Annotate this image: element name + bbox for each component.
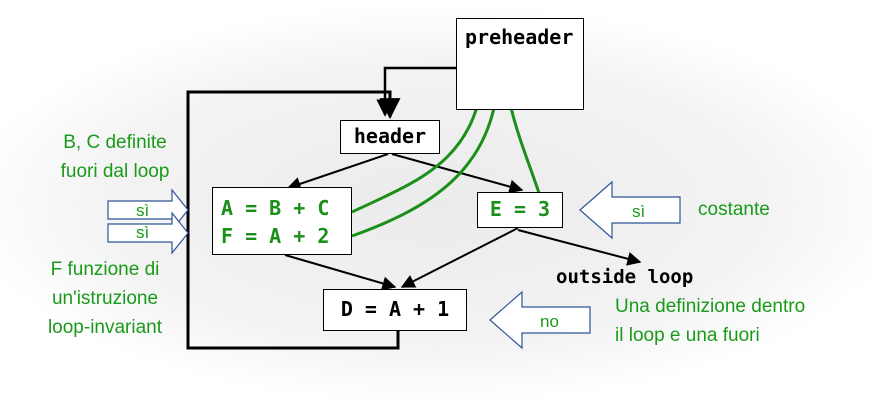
header-to-af-edge (286, 153, 389, 191)
e-to-outside-edge (517, 229, 642, 266)
e-to-d-edge (400, 227, 519, 288)
af-block-node: A = B + C F = A + 2 (212, 187, 352, 255)
af-block-line1: A = B + C (221, 196, 330, 220)
si-label-1: sì (136, 201, 150, 220)
bc-defined-note: B, C definite fuori dal loop (40, 128, 190, 186)
si-arrow-3 (579, 180, 681, 240)
e-block-node: E = 3 (477, 192, 563, 228)
af-block-line2: F = A + 2 (221, 224, 330, 248)
def-in-out-line1: Una definizione dentro (615, 296, 806, 317)
f-invariant-line3: loop-invariant (47, 317, 163, 338)
constant-note: costante (698, 199, 770, 220)
header-node: header (340, 120, 440, 154)
f-invariant-note: F funzione di un'istruzione loop-invaria… (35, 255, 175, 342)
no-label: no (540, 312, 559, 331)
d-block-label: D = A + 1 (340, 297, 450, 321)
hoist-arrow-f (351, 76, 507, 238)
si-arrow-1 (107, 188, 189, 232)
si-label-3: sì (632, 202, 646, 221)
header-to-e-edge (391, 153, 524, 194)
header-label: header (353, 124, 427, 148)
back-edge-line (186, 90, 401, 350)
si-label-2: sì (136, 223, 150, 242)
f-invariant-line1: F funzione di (50, 259, 160, 280)
def-in-out-note: Una definizione dentro il loop e una fuo… (615, 292, 805, 350)
f-invariant-line2: un'istruzione (51, 288, 159, 309)
af-to-d-edge (284, 254, 397, 291)
def-in-out-line2: il loop e una fuori (615, 325, 760, 346)
outside-loop-label: outside loop (556, 266, 694, 288)
preheader-node: preheader (456, 18, 584, 110)
preheader-label: preheader (465, 25, 574, 49)
preheader-to-header-edge (376, 66, 460, 117)
d-block-node: D = A + 1 (323, 289, 467, 331)
e-block-label: E = 3 (489, 197, 551, 221)
bc-defined-line1: B, C definite (63, 132, 167, 153)
no-arrow (489, 290, 591, 350)
bc-defined-line2: fuori dal loop (60, 161, 170, 182)
si-arrow-2 (107, 211, 189, 255)
